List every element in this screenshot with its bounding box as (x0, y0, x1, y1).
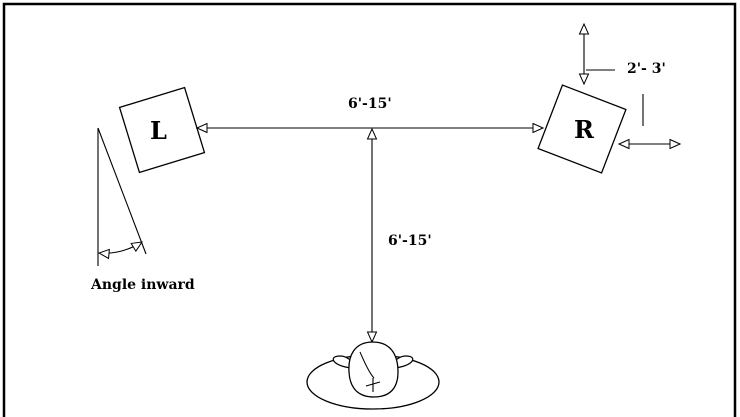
listener-nose-mark (365, 378, 381, 392)
angle-inward-caption: Angle inward (91, 277, 195, 293)
listener-face-line (359, 351, 375, 379)
listener-figure (306, 341, 440, 410)
listener-distance-label: 6'-15' (388, 233, 432, 249)
angle-arc-arrow (99, 242, 142, 253)
angle-tilted-line (97, 127, 147, 255)
left-speaker-box (118, 86, 206, 174)
right-speaker-box (537, 84, 627, 174)
left-speaker-label: L (150, 116, 167, 145)
wall-distance-label: 2'- 3' (627, 61, 666, 77)
speaker-spacing-label: 6'-15' (348, 96, 392, 112)
right-speaker-label: R (574, 115, 594, 144)
